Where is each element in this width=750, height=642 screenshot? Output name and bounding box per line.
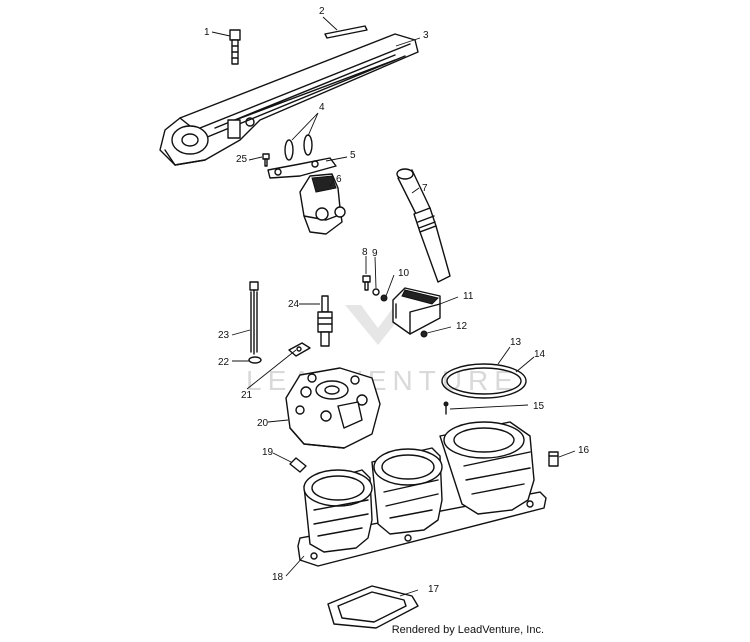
callout-22: 22 xyxy=(218,357,230,368)
callout-6: 6 xyxy=(336,174,342,185)
callout-10: 10 xyxy=(398,268,410,279)
callout-labels: 1 2 3 4 5 6 7 8 9 10 11 12 13 14 15 16 1… xyxy=(204,6,590,595)
part-screw-25 xyxy=(262,153,270,167)
part-dowel-pin xyxy=(289,457,307,473)
part-screw-12 xyxy=(420,330,428,338)
callout-7: 7 xyxy=(422,183,428,194)
part-head-gaskets xyxy=(441,363,527,399)
callout-2: 2 xyxy=(319,6,325,17)
part-pin-15 xyxy=(443,401,449,415)
part-cylinder-block xyxy=(297,421,547,567)
callout-12: 12 xyxy=(456,321,468,332)
watermark: LEADVENTURE xyxy=(246,305,519,396)
callout-17: 17 xyxy=(428,584,440,595)
leader-lines xyxy=(211,16,576,597)
part-cylinder-head xyxy=(285,367,381,449)
callout-11: 11 xyxy=(463,291,474,302)
callout-5: 5 xyxy=(350,150,356,161)
part-label-strip xyxy=(324,25,368,39)
part-nut xyxy=(548,451,559,467)
part-bracket xyxy=(288,342,311,357)
part-washer xyxy=(248,356,262,364)
callout-19: 19 xyxy=(262,447,274,458)
part-spark-plug xyxy=(317,295,333,347)
part-fasteners-8-10 xyxy=(362,275,388,302)
callout-18: 18 xyxy=(272,572,284,583)
part-bolt xyxy=(229,29,241,65)
part-ignition-coil xyxy=(392,287,441,335)
callout-16: 16 xyxy=(578,445,590,456)
part-stud xyxy=(249,281,259,355)
callout-8: 8 xyxy=(362,247,368,258)
callout-13: 13 xyxy=(510,337,522,348)
callout-25: 25 xyxy=(236,154,248,165)
part-base-gasket xyxy=(327,585,419,629)
callout-23: 23 xyxy=(218,330,230,341)
part-regulator xyxy=(299,173,346,235)
callout-3: 3 xyxy=(423,30,429,41)
footer-credit: Rendered by LeadVenture, Inc. xyxy=(391,624,544,636)
callout-1: 1 xyxy=(204,27,210,38)
callout-21: 21 xyxy=(241,390,253,401)
part-o-rings xyxy=(284,134,313,161)
callout-4: 4 xyxy=(319,102,325,113)
part-gasket-plate xyxy=(267,157,337,179)
callout-20: 20 xyxy=(257,418,269,429)
watermark-text: LEADVENTURE xyxy=(246,365,519,396)
callout-9: 9 xyxy=(372,248,378,259)
callout-14: 14 xyxy=(534,349,546,360)
callout-24: 24 xyxy=(288,299,300,310)
callout-15: 15 xyxy=(533,401,545,412)
part-fuel-rail xyxy=(159,33,419,166)
